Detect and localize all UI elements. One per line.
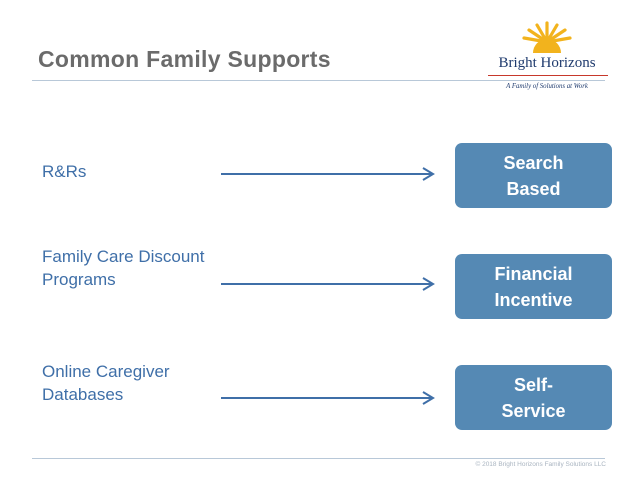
copyright-notice: © 2018 Bright Horizons Family Solutions … xyxy=(475,461,606,468)
self-service-box: Self-Service xyxy=(455,365,612,430)
sun-icon xyxy=(522,21,572,53)
arrow-right-icon xyxy=(221,277,435,291)
search-based-box: Search Based xyxy=(455,143,612,208)
logo-tagline: A Family of Solutions at Work xyxy=(506,83,588,90)
logo-divider xyxy=(488,75,608,76)
title-divider xyxy=(32,80,605,81)
arrow-right-icon xyxy=(221,167,435,181)
slide-title: Common Family Supports xyxy=(38,46,331,72)
self-service-label: Self-Service xyxy=(501,374,566,421)
financial-incentive-box: Financial Incentive xyxy=(455,254,612,319)
logo-wordmark: Bright Horizons xyxy=(498,55,596,71)
financial-incentive-label: Financial Incentive xyxy=(494,263,573,310)
arrow-right-icon xyxy=(221,391,435,405)
search-based-label: Search Based xyxy=(503,152,564,199)
row-label-discount-programs: Family Care Discount Programs xyxy=(42,247,205,289)
bright-horizons-logo: Bright Horizons A Family of Solutions at… xyxy=(482,20,612,90)
row-label-caregiver-databases: Online Caregiver Databases xyxy=(42,362,170,404)
row-label-rrs: R&Rs xyxy=(42,162,87,181)
footer-divider xyxy=(32,458,605,459)
